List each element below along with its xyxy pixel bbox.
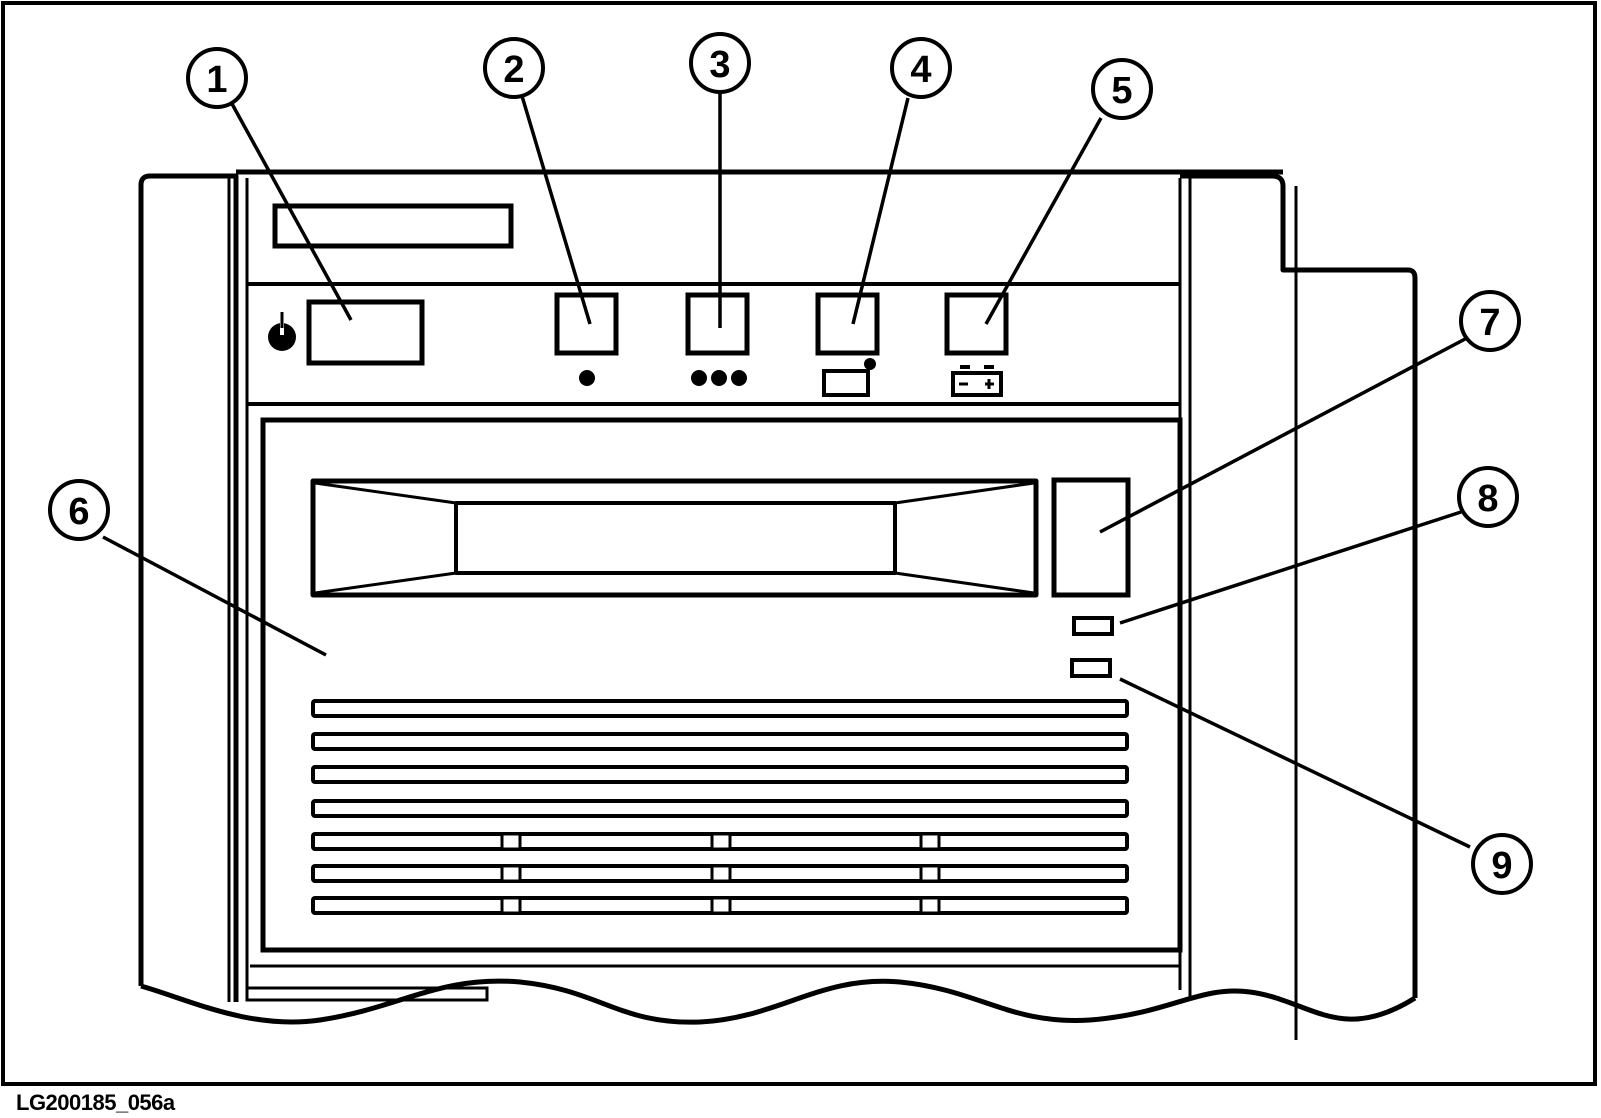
disk-activity-icon: [822, 358, 876, 397]
callout-2: 2: [483, 37, 545, 99]
bottom-slot: [245, 986, 489, 1002]
callout-6: 6: [48, 479, 110, 541]
cabinet: [138, 169, 1418, 1040]
callout-5-label: 5: [1111, 70, 1132, 112]
indicator-5-box: [944, 292, 1009, 356]
battery-icon: [951, 365, 1003, 397]
led-8: [1072, 616, 1114, 636]
right-side-panel: [1180, 173, 1418, 998]
single-dot-icon: [579, 370, 595, 386]
control-strip: [247, 282, 1180, 406]
callout-3: 3: [689, 32, 751, 94]
leader-lines: [102, 91, 1471, 849]
label-slot: [272, 203, 514, 249]
led-9: [1070, 658, 1112, 678]
callout-3-label: 3: [709, 44, 730, 86]
callout-4-label: 4: [910, 49, 931, 91]
power-icon: [268, 312, 296, 351]
indicator-4-box: [815, 292, 880, 356]
tape-drive-slot: [310, 478, 1039, 598]
callout-7: 7: [1459, 290, 1521, 352]
callout-8: 8: [1457, 466, 1519, 528]
figure-border: [1, 1, 1597, 1086]
callout-2-label: 2: [503, 49, 524, 91]
indicator-2-box: [554, 292, 619, 356]
callout-6-label: 6: [68, 491, 89, 533]
eject-button[interactable]: [1051, 477, 1131, 598]
left-side-panel: [138, 173, 239, 1002]
callout-7-label: 7: [1479, 302, 1500, 344]
indicator-3-box: [685, 292, 750, 356]
callout-9: 9: [1471, 833, 1533, 895]
callout-1-label: 1: [206, 59, 227, 101]
callout-9-label: 9: [1491, 845, 1512, 887]
three-dots-icon: [691, 370, 747, 386]
callout-4: 4: [890, 37, 952, 99]
figure-id: LG200185_056a: [16, 1090, 175, 1115]
callout-5: 5: [1091, 58, 1153, 120]
cutaway-edge: [140, 978, 1417, 1025]
callout-1: 1: [186, 47, 248, 109]
vent-dividers: [500, 832, 941, 915]
power-switch[interactable]: [306, 299, 425, 366]
front-bezel: [260, 417, 1183, 953]
callout-8-label: 8: [1477, 478, 1498, 520]
